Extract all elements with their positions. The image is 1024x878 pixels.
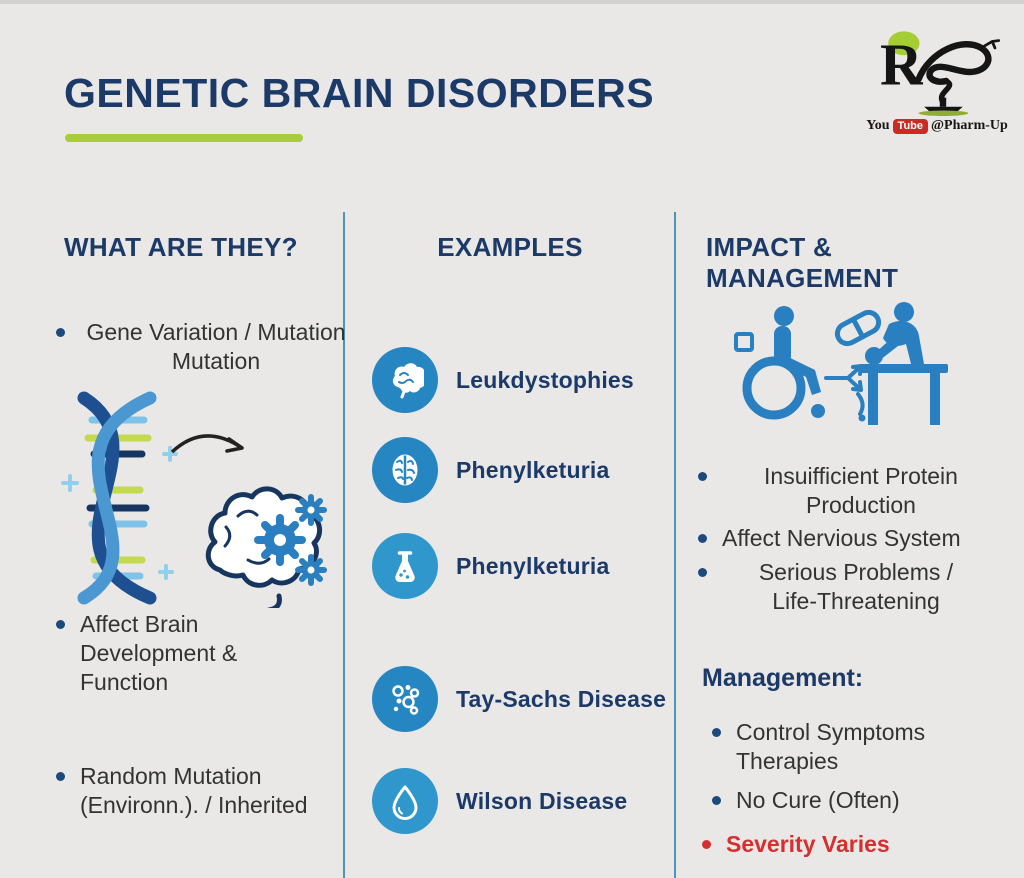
example-item-tay-sachs: Tay-Sachs Disease xyxy=(372,666,666,732)
bullet-dot xyxy=(702,840,711,849)
bullet-dot xyxy=(698,534,707,543)
bullet-control-symptoms: Control Symptoms Therapies xyxy=(712,718,925,776)
youtube-you-text: You xyxy=(866,118,890,133)
dna-mutation-illustration xyxy=(52,390,334,613)
channel-handle: @Pharm-Up xyxy=(931,118,1008,133)
example-label: Tay-Sachs Disease xyxy=(456,685,667,712)
pharm-up-logo: R You Tube @Pharm-Up xyxy=(862,24,1012,134)
column-header-impact-management: IMPACT & MANAGEMENT xyxy=(706,232,899,293)
bullet-dot xyxy=(698,472,707,481)
bullet-severity-varies: Severity Varies xyxy=(702,830,890,859)
youtube-tube-badge: Tube xyxy=(892,118,929,134)
flask-icon xyxy=(372,533,438,599)
example-item-phenylketonuria-2: Phenylketuria xyxy=(372,533,609,599)
column-divider-left xyxy=(343,212,345,878)
title-underline xyxy=(65,134,303,142)
molecules-icon xyxy=(372,666,438,732)
brain-side-icon xyxy=(372,347,438,413)
bullet-random-mutation: Random Mutation (Environn.). / Inherited xyxy=(56,762,308,820)
wheelchair-therapy-illustration xyxy=(722,298,952,433)
example-item-leukodystrophies: Leukdystophies xyxy=(372,347,634,413)
bullet-dot xyxy=(56,328,65,337)
bullet-dot xyxy=(56,620,65,629)
bullet-no-cure: No Cure (Often) xyxy=(712,786,900,815)
bullet-dot xyxy=(712,796,721,805)
example-label: Leukdystophies xyxy=(456,366,634,393)
example-label: Phenylketuria xyxy=(456,552,610,579)
example-label: Phenylketuria xyxy=(456,456,610,483)
column-header-what-are-they: WHAT ARE THEY? xyxy=(64,232,298,262)
bullet-serious-problems: Serious Problems / Life-Threatening xyxy=(698,558,1010,616)
drop-icon xyxy=(372,768,438,834)
bullet-affect-brain: Affect Brain Development & Function xyxy=(56,610,237,698)
example-item-wilson-disease: Wilson Disease xyxy=(372,768,627,834)
bullet-dot xyxy=(698,568,707,577)
bullet-gene-variation: Gene Variation / Mutation Mutation xyxy=(56,318,356,376)
bullet-dot xyxy=(712,728,721,737)
column-divider-right xyxy=(674,212,676,878)
bullet-insufficient-protein: Insuifficient Protein Production xyxy=(698,462,1010,520)
example-label: Wilson Disease xyxy=(456,787,628,814)
page-title: GENETIC BRAIN DISORDERS xyxy=(64,70,655,116)
column-header-examples: EXAMPLES xyxy=(437,232,583,262)
management-heading: Management: xyxy=(702,664,864,692)
bullet-dot xyxy=(56,772,65,781)
bullet-affect-nervous-system: Affect Nervious System xyxy=(698,524,961,553)
svg-text:R: R xyxy=(880,33,924,98)
youtube-badge: You Tube @Pharm-Up xyxy=(862,118,1012,134)
top-edge-strip xyxy=(0,0,1024,4)
example-item-phenylketonuria-1: Phenylketuria xyxy=(372,437,609,503)
rx-snake-icon: R xyxy=(862,24,1012,116)
brain-top-icon xyxy=(372,437,438,503)
